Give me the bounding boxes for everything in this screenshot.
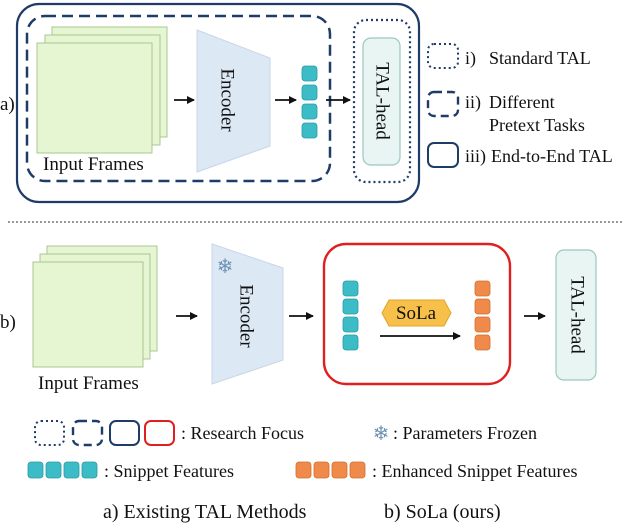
- panel-a-legend: i) Standard TAL ii) Different Pretext Ta…: [426, 43, 613, 168]
- snippet-feature: [27, 461, 44, 479]
- panel-b-label: b): [0, 312, 16, 333]
- legend-iii-marker: iii): [465, 146, 486, 167]
- frame: [32, 261, 144, 368]
- input-frames-label-b: Input Frames: [38, 373, 139, 394]
- legend-snippet-icon: [27, 461, 98, 479]
- enhanced-feature: [474, 280, 491, 297]
- encoder-label-a: Encoder: [217, 68, 238, 132]
- sola-module-label: SoLa: [396, 303, 437, 324]
- legend-end-to-end-icon: [427, 142, 459, 168]
- snippet-feature: [63, 461, 80, 479]
- legend-standard-tal-icon: [427, 43, 459, 69]
- legend-ii-marker: ii): [465, 92, 481, 113]
- enhanced-feature: [474, 298, 491, 315]
- input-frames-label-a: Input Frames: [43, 154, 144, 175]
- tal-head-a: [362, 37, 401, 166]
- enhanced-feature: [313, 461, 330, 479]
- legend-i-text: Standard TAL: [489, 48, 591, 68]
- snippet-feature: [301, 84, 318, 101]
- snippet-feature: [301, 122, 318, 139]
- legend-ii-text-1: Different: [489, 92, 555, 112]
- panel-a-label: a): [0, 94, 15, 115]
- input-frames-stack-b: [32, 245, 158, 368]
- end-to-end-box: [15, 2, 421, 204]
- snippet-feature: [301, 65, 318, 82]
- caption-a: a) Existing TAL Methods: [103, 501, 307, 523]
- snippet-feature: [301, 103, 318, 120]
- legend-red-box-icon: [144, 420, 175, 446]
- snippet-feature: [45, 461, 62, 479]
- enhanced-feature: [474, 334, 491, 351]
- snippet-feature: [342, 298, 359, 315]
- pretext-tasks-box: [25, 14, 332, 183]
- legend-research-focus: : Research Focus: [181, 423, 304, 443]
- snippet-feature: [342, 316, 359, 333]
- enhanced-features-b: [474, 280, 491, 351]
- encoder-label-b: Encoder: [236, 284, 257, 348]
- snippet-features-a: [301, 65, 318, 139]
- legend-snippet-features: : Snippet Features: [104, 461, 234, 481]
- snippet-features-b: [342, 280, 359, 351]
- panel-a: a) Input Frames Encoder TAL-head: [0, 2, 613, 204]
- legend-solid-box-icon: [109, 420, 140, 446]
- legend-dashed-box-icon: [71, 419, 104, 447]
- input-frames-stack-a: [36, 26, 168, 154]
- bottom-legend: : Research Focus ❄ : Parameters Frozen :…: [27, 419, 577, 481]
- legend-pretext-tasks-icon: [426, 90, 460, 118]
- legend-enhanced-snippet-features: : Enhanced Snippet Features: [372, 461, 577, 481]
- snippet-feature: [342, 334, 359, 351]
- frozen-icon: ❄: [217, 256, 234, 278]
- tal-head-b: [555, 249, 597, 381]
- enhanced-feature: [349, 461, 366, 479]
- frame: [36, 42, 153, 154]
- legend-parameters-frozen: : Parameters Frozen: [393, 423, 537, 443]
- sola-module: [381, 299, 452, 327]
- tal-head-label-b: TAL-head: [567, 276, 588, 354]
- legend-iii-text: End-to-End TAL: [491, 146, 613, 166]
- encoder-b: [211, 243, 284, 385]
- legend-frozen-icon: ❄: [373, 423, 390, 445]
- standard-tal-box: [352, 18, 412, 184]
- caption-b: b) SoLa (ours): [384, 501, 501, 523]
- legend-i-marker: i): [465, 48, 476, 69]
- enhanced-feature: [331, 461, 348, 479]
- tal-head-label-a: TAL-head: [372, 62, 393, 140]
- enhanced-feature: [295, 461, 312, 479]
- snippet-feature: [342, 280, 359, 297]
- enhanced-feature: [474, 316, 491, 333]
- legend-ii-text-2: Pretext Tasks: [489, 115, 585, 135]
- encoder-a: [196, 29, 271, 173]
- legend-enhanced-icon: [295, 461, 366, 479]
- sola-focus-box: [322, 242, 512, 386]
- legend-dotted-box-icon: [34, 420, 65, 446]
- snippet-feature: [81, 461, 98, 479]
- panel-b: b) Input Frames ❄ Encoder SoLa: [0, 242, 597, 394]
